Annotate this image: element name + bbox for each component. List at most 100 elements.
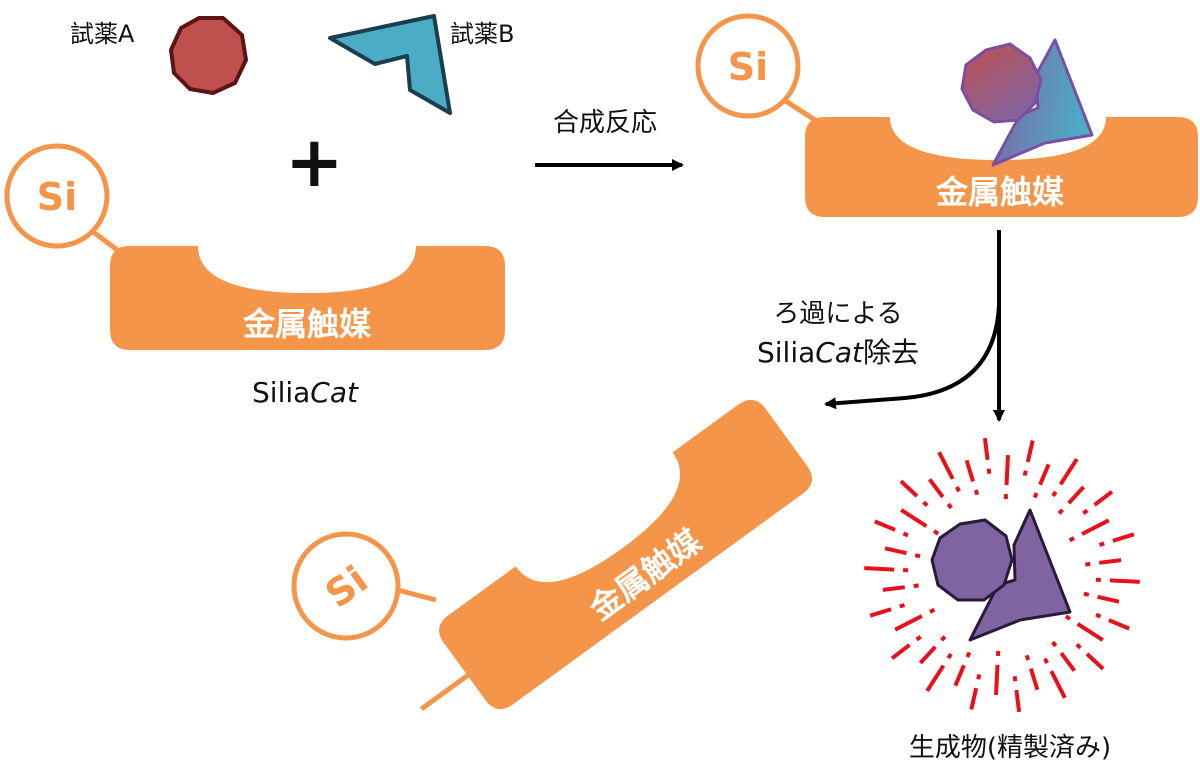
sparkle-dot [1083,591,1090,597]
filtration-line2-prefix: Silia [757,336,815,369]
sparkle-dash [1098,558,1122,565]
sparkle-dash [882,585,906,592]
catalyst-label: 金属触媒 [242,305,372,343]
product-reagent-a-icon [930,518,1014,602]
sparkle-dash [1109,578,1140,584]
siliacat-removed: 金属触媒 [419,399,813,712]
plus-sign: + [285,121,344,203]
sparkle-dash [1014,689,1022,713]
sparkle-dash [1004,455,1010,486]
product-label: 生成物(精製済み) [909,733,1111,763]
sparkle-dash [1081,518,1110,536]
sparkle-dot [1064,614,1072,621]
sparkle-dot [1051,490,1058,498]
sparkle-dot [940,635,947,642]
sparkle-dash [1059,651,1077,672]
siliacat-name-italic: Cat [310,376,359,409]
sparkle-dash [1049,670,1067,699]
reagent-b-chevron-icon [328,14,452,115]
sparkle-dash [1085,652,1105,671]
si-label: Si [37,175,77,219]
si-support-circle [695,13,801,119]
reaction-label: 合成反応 [553,108,657,138]
sparkle-dot [1085,561,1091,567]
sparkle-dot [1068,536,1075,543]
sparkle-dot [1024,654,1031,661]
sparkle-dot [965,651,972,658]
sparkle-dash [890,643,911,660]
catalyst-label: 金属触媒 [935,173,1065,211]
sparkle-dot [986,468,992,475]
product-reagent-b-icon [968,508,1072,642]
siliacat-name: SiliaCat [252,376,359,409]
sparkle-dash [1108,618,1130,631]
sparkle-dash [884,546,907,556]
catalyst-block [439,399,813,710]
reagent-a-octagon-icon [168,16,249,96]
sparkle-dash [864,566,895,572]
si-tether [779,95,817,123]
sparkle-dash [953,664,966,687]
sparkle-dot [929,607,936,614]
si-tether [419,671,472,712]
sparkle-dot [976,673,982,680]
filtration-line2-suffix: 除去 [863,336,919,369]
si-support-circle [291,531,401,641]
sparkle-dash [1067,485,1086,505]
siliacat-name-prefix: Silia [252,376,310,409]
sparkle-dash [899,479,919,498]
sparkle-dot [1098,541,1105,547]
siliacat-bound: Si 金属触媒 [695,13,1198,217]
sparkle-dot [1012,675,1018,682]
sparkle-dash [869,607,892,618]
reagent-b-label: 試薬B [450,20,514,48]
sparkle-dash [918,645,937,665]
sparkle-dot [915,634,922,642]
sparkle-dash [964,459,976,482]
sparkle-dot [1095,612,1102,619]
bound-reagent-a-icon [960,42,1043,124]
siliacat-left: Si 金属触媒 [4,143,505,350]
sparkle-dot [1075,642,1082,650]
sparkle-dash [1093,490,1114,507]
sparkle-dash [994,664,1000,695]
sparkle-dash [927,478,945,499]
sparkle-dot [1022,470,1028,477]
sparkle-dot [1043,657,1049,665]
filtration-line2-italic: Cat [815,336,864,369]
si-support-circle [4,143,110,249]
filtration-arrow-left [824,304,1001,410]
catalyst-block [805,117,1198,217]
sparkle-dash [894,614,923,632]
sparkle-dot [955,485,961,493]
si-label: Si [728,45,768,89]
sparkle-dot [946,502,953,510]
sparkle-dash [1097,594,1120,604]
filtration-line1: ろ過による [773,299,902,329]
sparkle-dot [899,603,906,609]
sparkle-dot [932,529,940,536]
sparkle-dot [946,652,953,660]
sparkle-dash [1038,463,1051,486]
catalyst-block [110,246,505,350]
sparkle-dot [1051,640,1058,648]
sparkle-dot [973,489,980,496]
sparkle-dot [1032,492,1039,499]
reagent-a-label: 試薬A [70,20,135,48]
sparkle-dash [900,508,928,528]
sparkle-dot [914,553,921,559]
filtration-line2: SiliaCat除去 [757,336,919,369]
sparkle-dash [1058,458,1079,486]
sparkle-dot [902,531,909,538]
sparkle-dot [1082,508,1089,516]
sparkle-dot [1057,508,1064,515]
sparkle-dot [922,500,929,508]
sparkle-dash [925,664,946,692]
sparkle-dash [969,687,979,710]
sparkle-dash [1076,622,1104,642]
sparkle-dash [1112,532,1135,543]
sparkle-dash [1025,440,1035,463]
sparkle-dash [1028,668,1040,691]
sparkle-dash [874,519,896,532]
